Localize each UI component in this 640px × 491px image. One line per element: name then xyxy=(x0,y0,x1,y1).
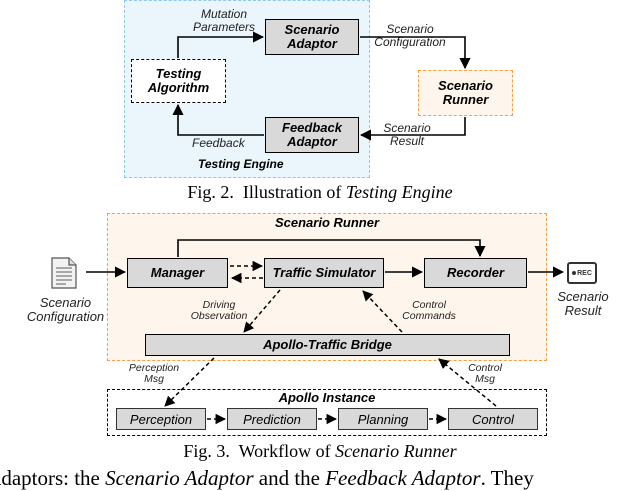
arrow-algorithm-to-scenario-adaptor xyxy=(177,31,265,58)
feedback-adaptor-label: Feedback Adaptor xyxy=(282,120,342,149)
planning-module: Planning xyxy=(338,408,428,430)
arrow-simulator-to-bridge xyxy=(243,289,281,333)
apollo-instance-title: Apollo Instance xyxy=(278,390,376,405)
fig3-caption: Fig. 3. Workflow of Scenario Runner xyxy=(0,441,640,462)
recorder-box: Recorder xyxy=(424,258,527,288)
control-label: Control xyxy=(472,411,514,427)
traffic-simulator-box: Traffic Simulator xyxy=(264,258,384,288)
body-text-em1: Scenario Adaptor xyxy=(105,466,254,490)
scenario-runner-box-fig2: Scenario Runner xyxy=(418,70,513,116)
feedback-label: Feedback xyxy=(192,136,245,150)
scenario-result-label-fig2: Scenario Result xyxy=(383,121,431,148)
manager-box: Manager xyxy=(127,258,228,288)
perception-module: Perception xyxy=(116,408,206,430)
scenario-runner-label-fig2: Scenario Runner xyxy=(438,78,493,107)
rec-icon: REC xyxy=(567,262,597,284)
body-text-line: adaptors: the Scenario Adaptor and the F… xyxy=(0,466,534,491)
body-text-part2: and the xyxy=(253,466,326,490)
rec-dot-icon xyxy=(572,271,577,275)
body-text-part3: . They xyxy=(480,466,534,490)
scenario-configuration-label-fig2: Scenario Configuration xyxy=(374,22,446,49)
testing-algorithm-label: Testing Algorithm xyxy=(147,66,210,95)
testing-algorithm-box: Testing Algorithm xyxy=(131,59,226,103)
fig2-caption: Fig. 2. Illustration of Testing Engine xyxy=(0,182,640,203)
testing-engine-label: Testing Engine xyxy=(198,157,284,171)
perception-label: Perception xyxy=(129,411,193,427)
scenario-adaptor-box: Scenario Adaptor xyxy=(265,19,359,55)
fig2-caption-prefix: Fig. 2. Illustration of xyxy=(187,182,346,202)
control-module: Control xyxy=(448,408,538,430)
scenario-configuration-label-fig3: Scenario Configuration xyxy=(26,295,105,324)
prediction-label: Prediction xyxy=(243,411,301,427)
body-text-part1: adaptors: the xyxy=(0,466,106,490)
manager-label: Manager xyxy=(150,265,205,280)
body-text-em2: Feedback Adaptor xyxy=(325,466,481,490)
fig3-caption-em: Scenario Runner xyxy=(335,441,457,461)
driving-observation-label: Driving Observation xyxy=(190,299,248,322)
arrow-feedback-adaptor-to-algorithm xyxy=(172,103,264,136)
arrow-manager-to-recorder xyxy=(177,239,486,258)
rec-text: REC xyxy=(577,269,592,277)
arrow-control-to-bridge xyxy=(438,358,497,407)
scenario-config-doc-icon xyxy=(51,257,77,289)
perception-msg-label: Perception Msg xyxy=(128,362,180,385)
recorder-label: Recorder xyxy=(446,265,505,280)
feedback-adaptor-box: Feedback Adaptor xyxy=(265,117,359,153)
scenario-adaptor-label: Scenario Adaptor xyxy=(284,22,340,51)
control-commands-label: Control Commands xyxy=(402,299,456,322)
prediction-module: Prediction xyxy=(227,408,317,430)
arrow-bridge-to-perception xyxy=(164,357,215,407)
arrow-runner-to-feedback-adaptor xyxy=(359,117,466,141)
traffic-simulator-label: Traffic Simulator xyxy=(272,265,376,280)
arrow-bridge-to-simulator xyxy=(362,290,403,333)
planning-label: Planning xyxy=(357,411,409,427)
apollo-traffic-bridge-box: Apollo-Traffic Bridge xyxy=(145,334,510,356)
mutation-parameters-label: Mutation Parameters xyxy=(192,7,256,34)
apollo-traffic-bridge-label: Apollo-Traffic Bridge xyxy=(263,337,392,352)
fig3-caption-prefix: Fig. 3. Workflow of xyxy=(183,441,336,461)
arrow-scenario-adaptor-to-runner xyxy=(360,36,471,70)
scenario-runner-title: Scenario Runner xyxy=(274,215,380,230)
control-msg-label: Control Msg xyxy=(468,362,502,385)
scenario-result-label-fig3: Scenario Result xyxy=(557,289,609,318)
fig2-caption-em: Testing Engine xyxy=(345,182,453,202)
